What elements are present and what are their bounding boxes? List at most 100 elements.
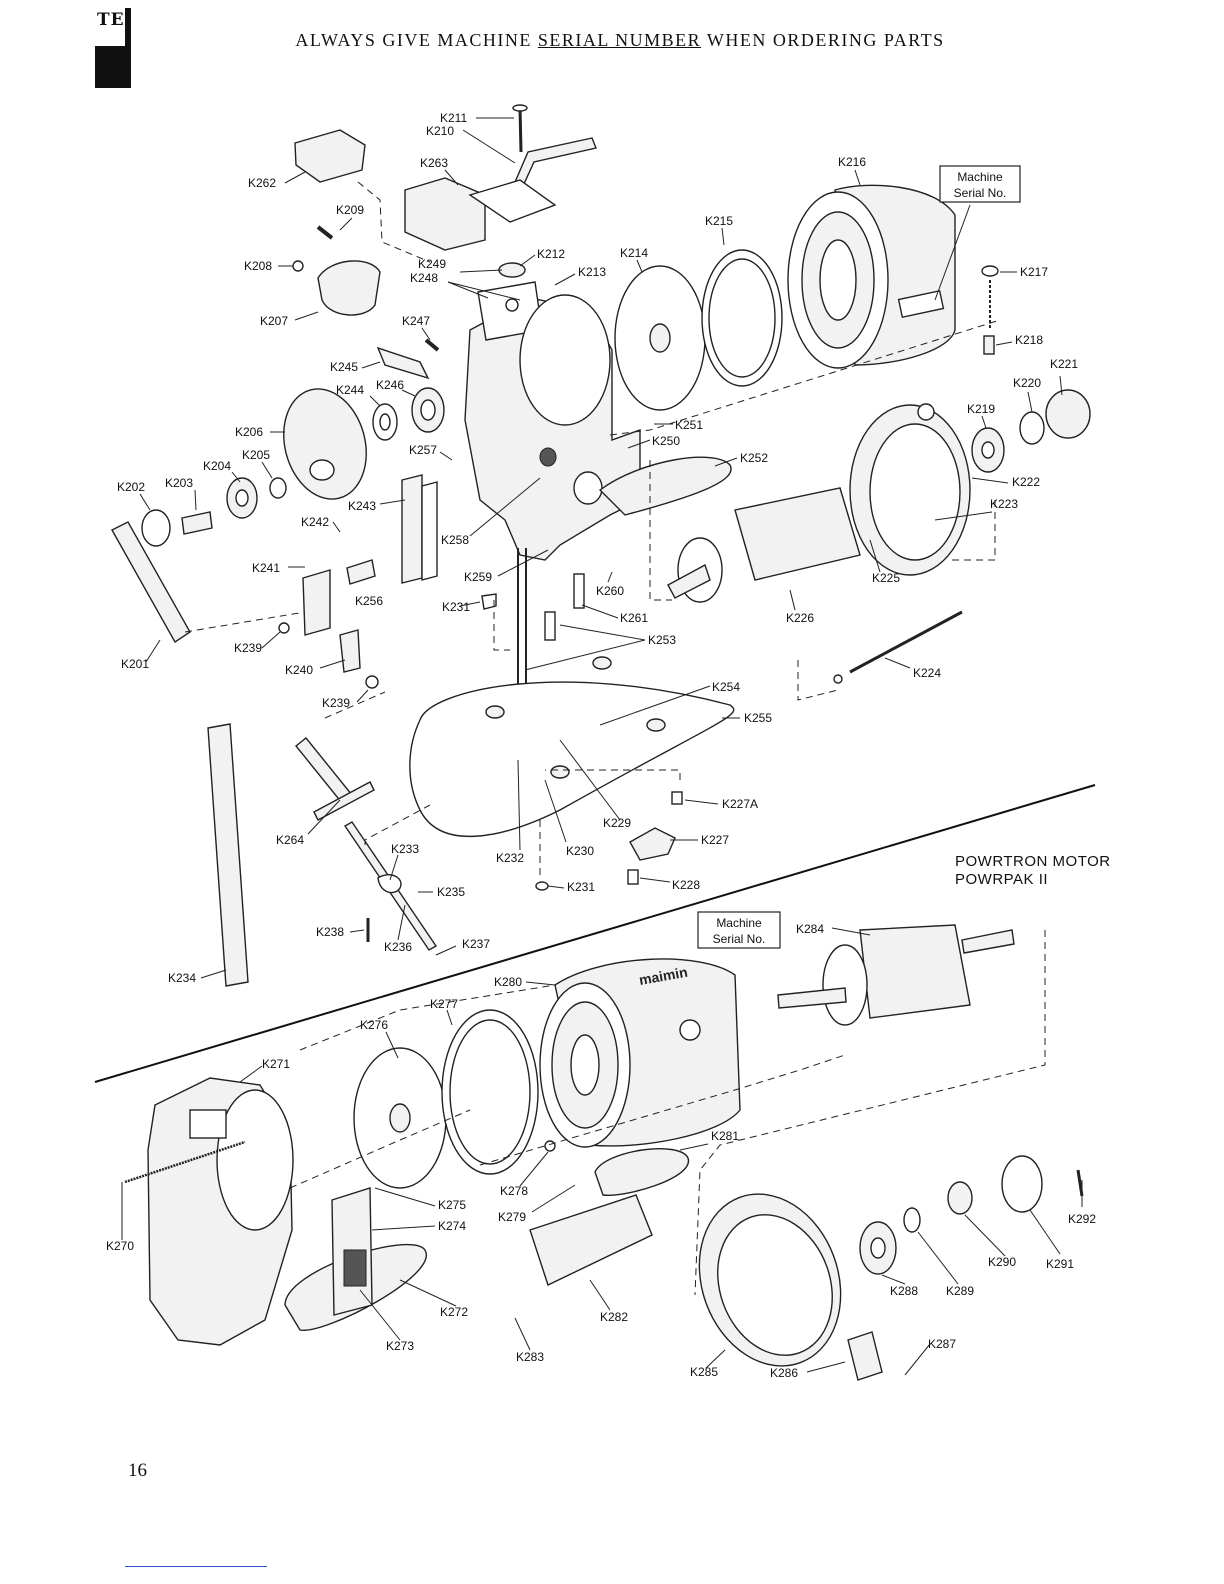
part-label: K273 (386, 1339, 414, 1353)
part-label: K237 (462, 937, 490, 951)
section-divider-line (94, 784, 1096, 1083)
part-label: K250 (652, 434, 680, 448)
part-label: K227A (722, 797, 758, 811)
section-tab-label-area: TE (95, 8, 125, 46)
part-label: K287 (928, 1337, 956, 1351)
part-label: K228 (672, 878, 700, 892)
part-label: K207 (260, 314, 288, 328)
part-label: K260 (596, 584, 624, 598)
part-label: K284 (796, 922, 824, 936)
part-label: K291 (1046, 1257, 1074, 1271)
header-text-underlined: SERIAL NUMBER (537, 30, 702, 50)
part-label: K272 (440, 1305, 468, 1319)
part-label: K216 (838, 155, 866, 169)
part-label: K275 (438, 1198, 466, 1212)
serial-box-upper-line1: Machine (957, 170, 1003, 184)
part-label: K203 (165, 476, 193, 490)
part-label: K258 (441, 533, 469, 547)
serial-box-upper: Machine Serial No. (939, 165, 1021, 203)
section-caption-line2: POWRPAK II (955, 871, 1048, 888)
part-label: K278 (500, 1184, 528, 1198)
page-header: ALWAYS GIVE MACHINE SERIAL NUMBER WHEN O… (0, 30, 1224, 51)
serial-box-lower-line2: Serial No. (713, 932, 766, 946)
section-caption-line1: POWRTRON MOTOR (955, 853, 1111, 870)
part-label: K262 (248, 176, 276, 190)
part-label: K282 (600, 1310, 628, 1324)
page-number: 16 (128, 1460, 147, 1481)
part-label: K271 (262, 1057, 290, 1071)
part-label: K274 (438, 1219, 466, 1233)
serial-box-upper-line2: Serial No. (954, 186, 1007, 200)
part-label: K215 (705, 214, 733, 228)
part-label: K242 (301, 515, 329, 529)
part-label: K231 (567, 880, 595, 894)
part-label: K263 (420, 156, 448, 170)
leader-lines (121, 117, 1083, 1376)
part-label: K233 (391, 842, 419, 856)
part-label: K232 (496, 851, 524, 865)
header-text-before: ALWAYS GIVE MACHINE (295, 30, 538, 50)
part-label: K239 (322, 696, 350, 710)
part-label: K210 (426, 124, 454, 138)
header-text-after: WHEN ORDERING PARTS (701, 30, 945, 50)
part-label: K234 (168, 971, 196, 985)
serial-box-lower-line1: Machine (716, 916, 762, 930)
part-label: K249 (418, 257, 446, 271)
part-label: K276 (360, 1018, 388, 1032)
part-label: K279 (498, 1210, 526, 1224)
part-label: K254 (712, 680, 740, 694)
part-label: K277 (430, 997, 458, 1011)
part-label: K259 (464, 570, 492, 584)
part-label: K231 (442, 600, 470, 614)
serial-box-lower: Machine Serial No. (697, 911, 781, 949)
part-label: K205 (242, 448, 270, 462)
part-label: K292 (1068, 1212, 1096, 1226)
part-label: K251 (675, 418, 703, 432)
part-label: K257 (409, 443, 437, 457)
part-label: K241 (252, 561, 280, 575)
part-label: K255 (744, 711, 772, 725)
part-label: K225 (872, 571, 900, 585)
part-label: K227 (701, 833, 729, 847)
upper-assembly-drawing (111, 104, 1091, 987)
part-label: K214 (620, 246, 648, 260)
part-label: K224 (913, 666, 941, 680)
part-label: K229 (603, 816, 631, 830)
part-label: K204 (203, 459, 231, 473)
part-labels: K211 K210 K263 K262 K209 K208 K249 K212 … (106, 111, 1096, 1380)
part-label: K240 (285, 663, 313, 677)
part-label: K245 (330, 360, 358, 374)
part-label: K209 (336, 203, 364, 217)
part-label: K220 (1013, 376, 1041, 390)
part-label: K230 (566, 844, 594, 858)
part-label: K236 (384, 940, 412, 954)
part-label: K217 (1020, 265, 1048, 279)
part-label: K211 (440, 111, 467, 125)
part-label: K246 (376, 378, 404, 392)
part-label: K226 (786, 611, 814, 625)
part-label: K208 (244, 259, 272, 273)
assembly-dashed-lines (184, 181, 1046, 1296)
part-label: K239 (234, 641, 262, 655)
part-label: K222 (1012, 475, 1040, 489)
part-label: K253 (648, 633, 676, 647)
part-label: K281 (711, 1129, 739, 1143)
footer-link-line (125, 1566, 267, 1567)
part-label: K219 (967, 402, 995, 416)
part-label: K223 (990, 497, 1018, 511)
part-label: K244 (336, 383, 364, 397)
part-label: K248 (410, 271, 438, 285)
part-label: K238 (316, 925, 344, 939)
part-label: K247 (402, 314, 430, 328)
part-label: K290 (988, 1255, 1016, 1269)
part-label: K286 (770, 1366, 798, 1380)
part-label: K235 (437, 885, 465, 899)
part-label: K280 (494, 975, 522, 989)
part-label: K285 (690, 1365, 718, 1379)
part-label: K243 (348, 499, 376, 513)
part-label: K288 (890, 1284, 918, 1298)
section-tab-text: TE (97, 10, 125, 30)
part-label: K283 (516, 1350, 544, 1364)
part-label: K201 (121, 657, 149, 671)
